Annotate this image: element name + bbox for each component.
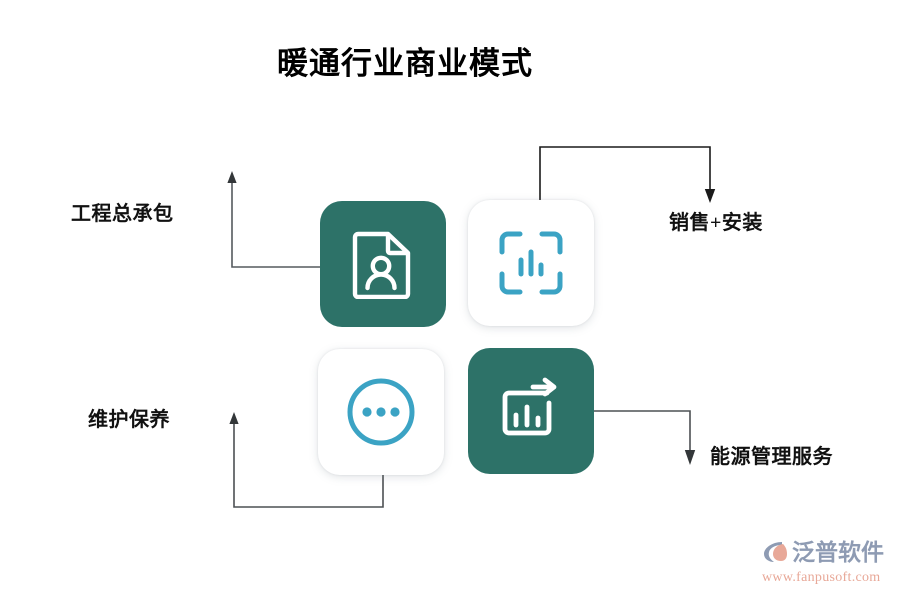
- label-maintenance: 维护保养: [88, 409, 170, 431]
- watermark-brand: 泛普软件: [792, 539, 884, 565]
- connector-energy-to-label: [594, 410, 696, 465]
- connector-analytics-to-sales: [539, 146, 716, 203]
- label-energy: 能源管理服务: [710, 446, 833, 468]
- page-title: 暖通行业商业模式: [277, 46, 533, 81]
- card-energy[interactable]: [468, 348, 594, 474]
- label-sales: 销售+安装: [669, 212, 763, 234]
- document-person-icon: [352, 229, 414, 299]
- bar-chart-scan-icon: [498, 230, 564, 296]
- watermark: 泛普软件 www.fanpusoft.com: [760, 535, 895, 593]
- bar-chart-arrow-icon: [497, 377, 565, 445]
- label-epc: 工程总承包: [71, 203, 174, 225]
- card-contract[interactable]: [320, 201, 446, 327]
- circle-ellipsis-icon: [345, 376, 417, 448]
- watermark-row: 泛普软件: [760, 535, 895, 569]
- connector-contract-to-epc: [227, 171, 320, 268]
- card-analytics[interactable]: [468, 200, 594, 326]
- fanpu-swoosh-logo-icon: [760, 537, 790, 567]
- card-maintenance[interactable]: [318, 349, 444, 475]
- watermark-url: www.fanpusoft.com: [762, 570, 881, 585]
